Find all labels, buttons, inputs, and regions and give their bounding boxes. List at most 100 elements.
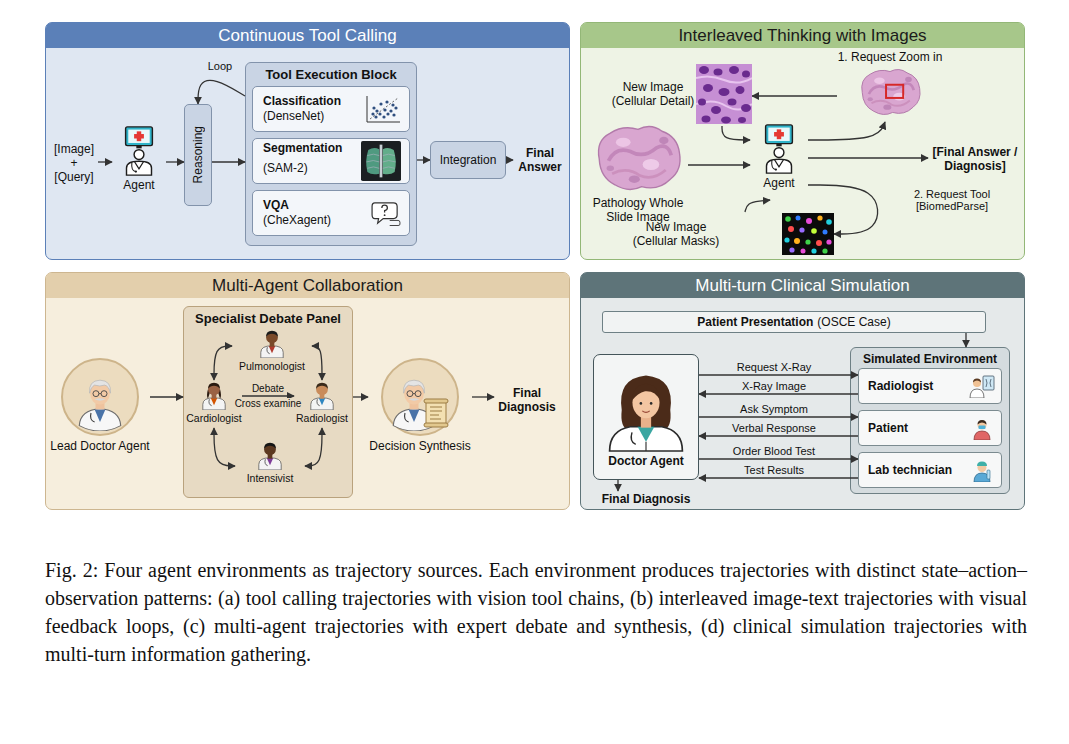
connector bbox=[699, 374, 858, 375]
tool-box: VQA(CheXagent) bbox=[252, 190, 410, 236]
node-text: Patient Presentation bbox=[697, 315, 813, 329]
edge-label: X-Ray Image bbox=[740, 380, 808, 392]
specialist: Intensivist bbox=[235, 440, 305, 488]
patient-icon bbox=[969, 416, 995, 440]
role-box: Patient bbox=[858, 410, 1002, 446]
case-box: Patient Presentation(OSCE Case) bbox=[602, 311, 986, 333]
panel-title: Multi-turn Clinical Simulation bbox=[581, 273, 1024, 298]
connector bbox=[752, 95, 837, 96]
lead-icon bbox=[60, 357, 140, 437]
masks-icon bbox=[782, 213, 834, 255]
doctor-agent: Doctor Agent bbox=[593, 354, 699, 480]
node-text: (DenseNet) bbox=[263, 109, 359, 124]
process-box: Integration bbox=[430, 141, 506, 179]
node-text: Decision Synthesis bbox=[369, 439, 470, 453]
cells-icon bbox=[696, 64, 752, 124]
connector bbox=[699, 458, 858, 459]
xray-icon bbox=[361, 141, 401, 181]
person-picture bbox=[311, 383, 333, 410]
node-text: [Image] + [Query] bbox=[50, 142, 98, 184]
connector bbox=[745, 200, 770, 212]
panel-title: Interleaved Thinking with Images bbox=[581, 23, 1024, 48]
connector bbox=[198, 81, 245, 104]
node-text: Agent bbox=[123, 178, 154, 192]
tool-box: Classification(DenseNet) bbox=[252, 86, 410, 132]
output-label: Final Answer bbox=[513, 144, 567, 176]
zoom-image-node: 1. Request Zoom in bbox=[837, 50, 943, 122]
connector bbox=[417, 159, 430, 160]
node-text: Tool Execution Block bbox=[246, 63, 416, 82]
connector bbox=[353, 396, 368, 397]
panel: Multi-Agent CollaborationLead Doctor Age… bbox=[45, 272, 570, 510]
edge-label: Request X-Ray bbox=[735, 361, 814, 373]
edge-label: Loop bbox=[206, 60, 234, 72]
node-text: Specialist Debate Panel bbox=[184, 307, 352, 326]
person-icon bbox=[200, 380, 228, 410]
reasoning-box: Reasoning bbox=[184, 104, 212, 206]
agent-picture bbox=[766, 125, 793, 173]
node-text: Segmentation bbox=[263, 141, 355, 161]
node-text: Intensivist bbox=[247, 472, 294, 484]
person-picture bbox=[261, 331, 283, 358]
node-text: (CheXagent) bbox=[263, 213, 365, 228]
connector bbox=[166, 161, 184, 162]
lead-picture bbox=[62, 359, 138, 435]
connector bbox=[722, 126, 750, 140]
node-text: Integration bbox=[440, 153, 497, 167]
panel-title: Continuous Tool Calling bbox=[46, 23, 569, 48]
person-icon bbox=[258, 328, 286, 358]
lab-picture bbox=[974, 462, 990, 483]
panel-title: Multi-Agent Collaboration bbox=[46, 273, 569, 298]
panel: Interleaved Thinking with ImagesPatholog… bbox=[580, 22, 1025, 260]
connector bbox=[965, 333, 966, 347]
node-text: VQA bbox=[263, 198, 365, 213]
wsi-icon bbox=[590, 122, 686, 194]
connector bbox=[699, 416, 858, 417]
node-text: [Final Answer / Diagnosis] bbox=[928, 145, 1022, 173]
node-text: Pulmonologist bbox=[239, 360, 305, 372]
node-text: Final Diagnosis bbox=[602, 492, 691, 506]
connector bbox=[472, 396, 494, 397]
agent-picture bbox=[126, 127, 153, 175]
node-text: Radiologist bbox=[868, 379, 933, 393]
connector bbox=[150, 396, 183, 397]
figure-caption: Fig. 2: Four agent environments as traje… bbox=[45, 556, 1027, 668]
node-text: Radiologist bbox=[296, 412, 348, 424]
edge-label: Verbal Response bbox=[730, 422, 818, 434]
output-label: Final Diagnosis bbox=[590, 491, 702, 507]
connector bbox=[242, 395, 294, 396]
edge-label: 2. Request Tool [BiomedParse] bbox=[900, 188, 1004, 212]
specialist: Pulmonologist bbox=[232, 328, 312, 376]
connector bbox=[506, 159, 513, 160]
node-text: Final Diagnosis bbox=[494, 386, 560, 414]
person-picture bbox=[203, 383, 225, 410]
role-box: Radiologist bbox=[858, 368, 1002, 404]
node-text: Pathology Whole Slide Image bbox=[588, 196, 688, 224]
node-text: 1. Request Zoom in bbox=[838, 50, 943, 64]
slide-image-node: Pathology Whole Slide Image bbox=[588, 122, 688, 232]
lab-icon bbox=[969, 458, 995, 482]
person-picture bbox=[259, 443, 281, 470]
docf-icon bbox=[604, 366, 688, 452]
synth-picture bbox=[382, 359, 458, 435]
connector bbox=[688, 164, 750, 165]
scatter-icon bbox=[365, 94, 401, 124]
agent-icon bbox=[761, 124, 797, 174]
edge-label: Debate bbox=[250, 383, 286, 395]
thumb-picture bbox=[862, 70, 920, 115]
agent-icon bbox=[121, 126, 157, 176]
node-text: Lab technician bbox=[868, 463, 952, 477]
node-text: Classification bbox=[263, 94, 359, 109]
node-text: Final Answer bbox=[513, 146, 567, 174]
tool-block: Tool Execution BlockClassification(Dense… bbox=[245, 62, 417, 246]
node-text: Doctor Agent bbox=[608, 454, 684, 468]
connector bbox=[98, 161, 112, 162]
connector bbox=[808, 122, 885, 140]
synthesis: Decision Synthesis bbox=[368, 357, 472, 463]
image-result: New Image (Cellular Detail) bbox=[610, 62, 752, 126]
connector bbox=[808, 157, 928, 158]
connector bbox=[617, 480, 618, 491]
radio-picture bbox=[970, 376, 994, 398]
environment-box: Simulated EnvironmentRadiologistPatientL… bbox=[850, 347, 1010, 494]
